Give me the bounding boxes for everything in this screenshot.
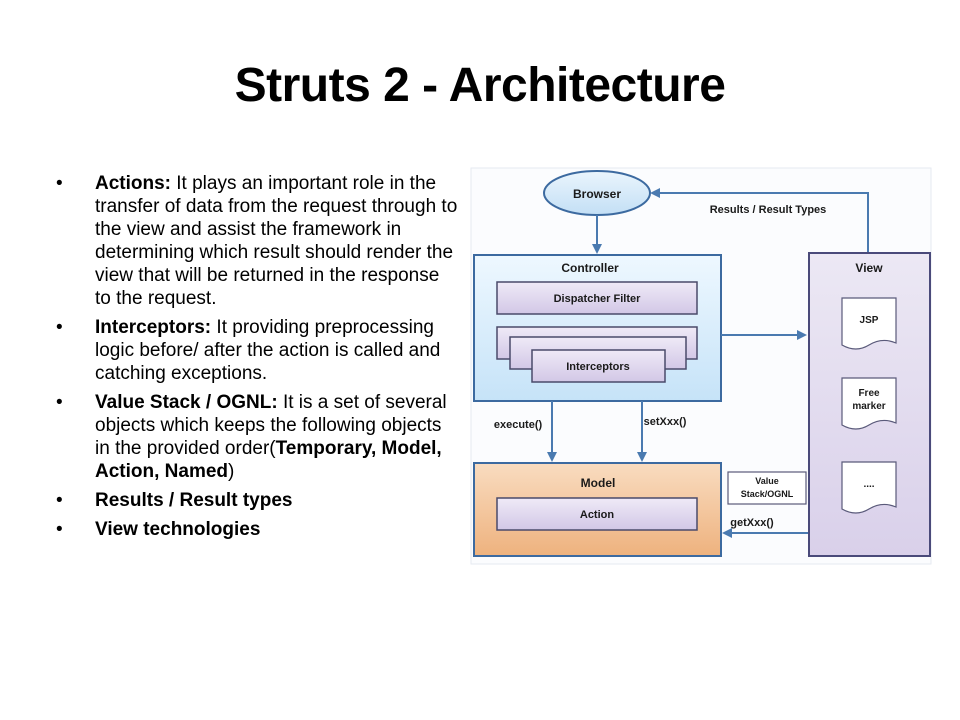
bullet-dot-icon: • (56, 519, 63, 540)
interceptors-box (531, 349, 666, 383)
results-types-label: Results / Result Types (710, 204, 827, 216)
more-views-label: .... (863, 479, 874, 490)
view-label: View (855, 261, 883, 275)
bullet-close-paren: ) (228, 461, 235, 482)
view-to-browser-arrow (650, 188, 869, 253)
controller-label: Controller (561, 261, 619, 275)
bullet-interceptors: • Interceptors: It providing preprocessin… (56, 316, 460, 385)
value-stack-label-1: Value (755, 476, 779, 486)
value-stack-box (727, 471, 807, 505)
bullet-dot-icon: • (56, 317, 63, 338)
slide-title: Struts 2 - Architecture (234, 59, 726, 112)
jsp-label: JSP (860, 315, 879, 326)
value-stack-label-2: Stack/OGNL (741, 489, 794, 499)
model-label: Model (581, 476, 616, 490)
getxxx-label: getXxx() (730, 517, 774, 529)
bullet-bold-list: Temporary, Model, Action, Named (95, 438, 442, 482)
bullet-term: Actions: (95, 173, 171, 194)
bullet-list: • Actions: It plays an important role in … (56, 172, 460, 547)
bullet-term: View technologies (95, 519, 261, 540)
architecture-diagram-svg: Browser Results / Result Types Controlle… (470, 167, 932, 565)
action-box (496, 497, 698, 531)
bullet-value-stack: • Value Stack / OGNL: It is a set of seve… (56, 391, 460, 483)
bullet-text: It is a set of several objects which kee… (95, 392, 447, 459)
action-label: Action (580, 509, 615, 521)
execute-label: execute() (494, 419, 543, 431)
interceptors-label: Interceptors (566, 361, 630, 373)
bullet-actions: • Actions: It plays an important role in … (56, 172, 460, 310)
dispatcher-filter-label: Dispatcher Filter (554, 293, 642, 305)
architecture-diagram: Browser Results / Result Types Controlle… (466, 165, 936, 567)
jsp-doc-icon (841, 297, 897, 350)
freemarker-label-1: Free (858, 388, 880, 399)
bullet-results: • Results / Result types (56, 489, 460, 512)
bullet-term: Value Stack / OGNL: (95, 392, 278, 413)
bullet-term: Interceptors: (95, 317, 212, 338)
bullet-term: Results / Result types (95, 490, 293, 511)
bullet-dot-icon: • (56, 173, 63, 194)
more-views-doc-icon (841, 461, 897, 514)
bullet-view-technologies: • View technologies (56, 518, 460, 541)
setxxx-label: setXxx() (644, 416, 687, 428)
dispatcher-filter-box (496, 281, 698, 315)
freemarker-label-2: marker (852, 401, 885, 412)
freemarker-doc-icon (841, 377, 897, 430)
bullet-dot-icon: • (56, 490, 63, 511)
bullet-dot-icon: • (56, 392, 63, 413)
bullet-text: It plays an important role in the transf… (95, 173, 458, 309)
bullet-text: It providing preprocessing logic before/… (95, 317, 441, 384)
browser-label: Browser (573, 187, 621, 201)
